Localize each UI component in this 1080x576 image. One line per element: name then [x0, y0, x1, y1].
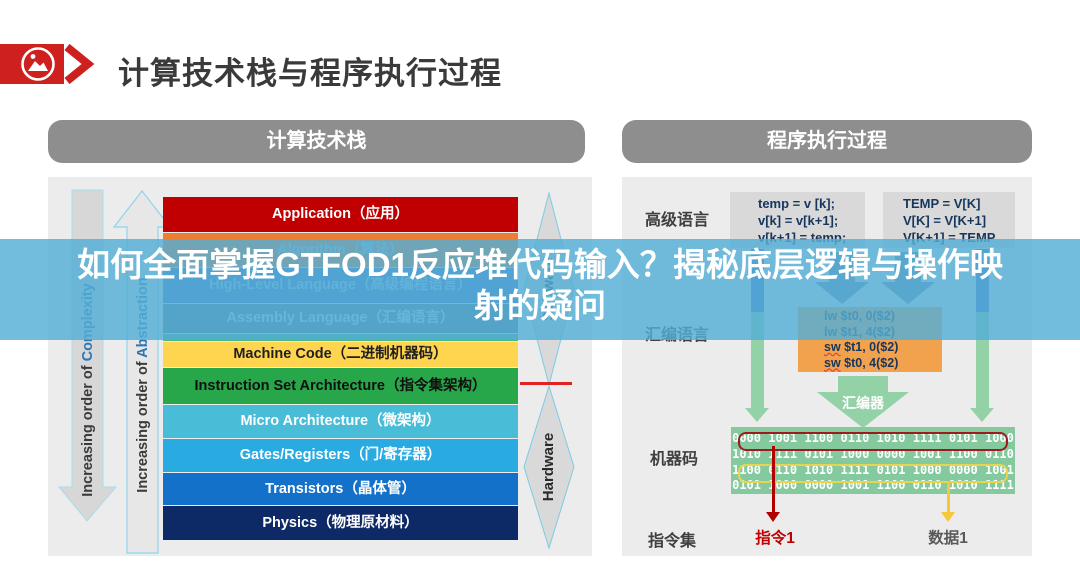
page-title: 计算技术栈与程序执行过程	[118, 56, 502, 91]
instruction-1-label: 指令1	[755, 530, 795, 547]
caption-text: 如何全面掌握GTFOD1反应堆代码输入？揭秘底层逻辑与操作映射的疑问	[77, 246, 1003, 324]
caption-band	[0, 239, 1080, 340]
code-line: TEMP = V[K]	[903, 196, 981, 211]
stack-layer: Transistors（晶体管）	[163, 473, 518, 505]
instruction-pointer-line	[772, 446, 775, 512]
data-pointer-line	[947, 481, 950, 512]
flow-arrow-right-head	[970, 408, 994, 422]
stack-layer: Application（应用）	[163, 197, 518, 232]
code-line: temp = v [k];	[758, 196, 835, 211]
data-1-label: 数据1	[928, 530, 968, 547]
code-line: sw $t1, 0($2)	[824, 340, 899, 354]
hardware-diamond	[523, 384, 575, 550]
chevron-right-icon	[64, 43, 95, 85]
picture-icon	[21, 47, 55, 81]
data-pointer-head	[941, 512, 955, 522]
assembler-arrow-head	[817, 392, 909, 428]
instruction-pointer-head	[766, 512, 780, 522]
hardware-label: Hardware	[540, 432, 557, 502]
stack-layer: Micro Architecture（微架构）	[163, 405, 518, 438]
high-level-language-label: 高级语言	[645, 212, 710, 229]
stack-layer: Instruction Set Architecture（指令集架构）	[163, 368, 518, 404]
code-line: sw $t0, 4($2)	[824, 355, 899, 370]
code-line: V[K] = V[K+1]	[903, 213, 987, 228]
stack-layer: Machine Code（二进制机器码）	[163, 342, 518, 367]
data-highlight-outline	[738, 464, 1008, 483]
instruction-set-label: 指令集	[648, 533, 697, 550]
machine-code-label: 机器码	[650, 451, 699, 468]
left-panel-title: 计算技术栈	[48, 120, 585, 163]
code-line: v[k] = v[k+1];	[758, 213, 839, 228]
right-panel-title: 程序执行过程	[622, 120, 1032, 163]
flow-arrow-left-head	[745, 408, 769, 422]
stack-layer: Gates/Registers（门/寄存器）	[163, 439, 518, 472]
assembler-label: 汇编器	[842, 395, 884, 411]
software-hardware-divider-line	[520, 382, 572, 385]
assembler-arrow-shaft	[838, 376, 888, 392]
binary-line: 0000 1001 1100 0110 1010 1111 0101 1000	[732, 431, 1014, 445]
stack-layer: Physics（物理原材料）	[163, 506, 518, 540]
instruction-highlight-outline	[738, 432, 1008, 451]
